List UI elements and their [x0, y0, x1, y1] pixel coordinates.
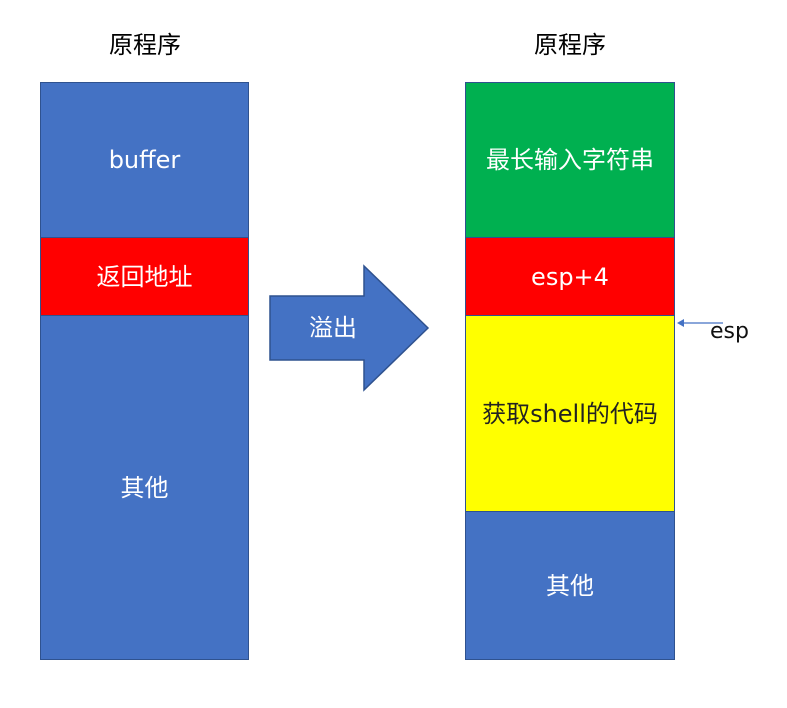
left-stack-title: 原程序 — [109, 31, 181, 59]
overflow-arrow-label: 溢出 — [309, 314, 357, 342]
right-stack-title: 原程序 — [534, 31, 606, 59]
right-block-shell-code: 获取shell的代码 — [465, 315, 675, 512]
left-block-other: 其他 — [40, 315, 249, 660]
esp-pointer-label: esp — [710, 319, 749, 344]
left-block-buffer-label: buffer — [108, 146, 181, 174]
right-block-other: 其他 — [465, 511, 675, 660]
right-block-esp-plus-4-label: esp+4 — [531, 262, 609, 291]
left-block-return-address-label: 返回地址 — [96, 262, 193, 291]
left-block-other-label: 其他 — [120, 473, 169, 502]
right-block-shell-code-label: 获取shell的代码 — [482, 399, 658, 428]
right-block-other-label: 其他 — [546, 571, 594, 600]
right-block-esp-plus-4: esp+4 — [465, 237, 675, 316]
overflow-arrow-shape — [269, 264, 430, 392]
left-memory-stack: buffer 返回地址 其他 — [40, 82, 249, 660]
right-memory-stack: 最长输入字符串 esp+4 获取shell的代码 其他 — [465, 82, 675, 660]
esp-pointer-arrow-icon — [677, 319, 723, 327]
right-block-max-input-string: 最长输入字符串 — [465, 82, 675, 238]
overflow-arrow: 溢出 — [268, 264, 430, 392]
left-block-return-address: 返回地址 — [40, 237, 249, 316]
right-block-max-input-string-label: 最长输入字符串 — [486, 146, 654, 174]
left-block-buffer: buffer — [40, 82, 249, 238]
